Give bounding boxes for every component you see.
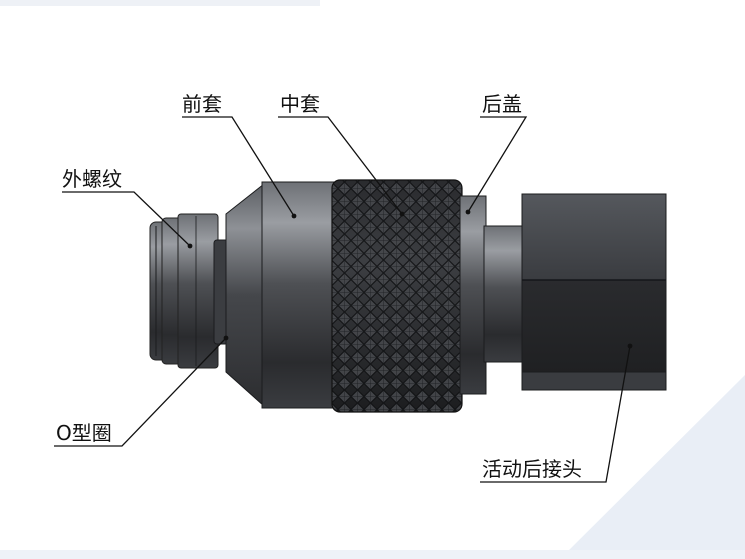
label-rear-joint: 活动后接头 [482,457,582,481]
leader-outer-thread [62,191,191,247]
leader-rear-cap [467,116,528,213]
leader-middle-sleeve [278,116,403,215]
label-middle-sleeve: 中套 [280,92,320,116]
leader-rear-joint [480,345,631,483]
label-outer-thread: 外螺纹 [62,167,122,191]
leader-dots [187,209,633,349]
leader-front-sleeve [182,116,295,217]
label-o-ring: O型圈 [56,421,112,445]
leader-lines [54,116,631,483]
middle-sleeve-part [331,179,463,413]
front-sleeve-part [225,181,335,409]
label-front-sleeve: 前套 [182,92,222,116]
rear-joint-part [521,193,667,391]
outer-thread-part [149,213,219,369]
leader-o-ring [54,337,227,447]
corner-tint-top [0,0,320,6]
label-rear-cap: 后盖 [482,92,522,116]
bottom-strip [0,550,745,559]
corner-tint-bottom-right [560,375,745,559]
rear-cap-part [459,195,525,395]
